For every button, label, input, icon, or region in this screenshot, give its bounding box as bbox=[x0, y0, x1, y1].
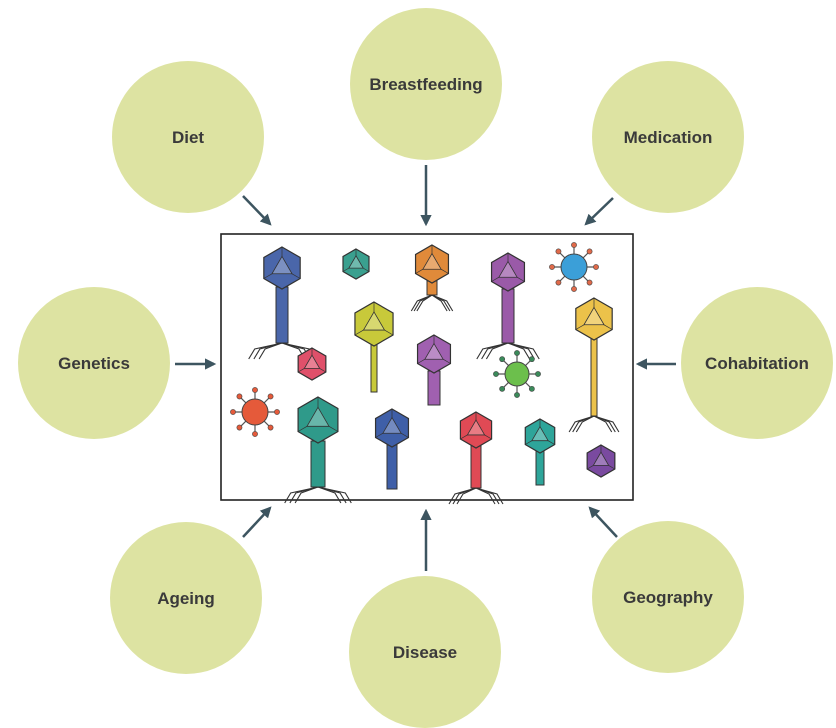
factor-breastfeeding: Breastfeeding bbox=[350, 8, 502, 160]
factor-cohabitation: Cohabitation bbox=[681, 287, 833, 439]
teal-capsid-icon bbox=[342, 248, 370, 280]
purple-phage-icon bbox=[416, 334, 452, 406]
factor-ageing-label: Ageing bbox=[157, 589, 215, 608]
factor-medication: Medication bbox=[592, 61, 744, 213]
arrow-medication bbox=[584, 197, 614, 226]
green-spiky-virus-icon bbox=[493, 350, 541, 398]
teal-phage-icon bbox=[524, 418, 556, 486]
red-spiky-virus-icon bbox=[230, 387, 280, 437]
red-capsid-icon bbox=[297, 347, 327, 381]
factor-geography: Geography bbox=[592, 521, 744, 673]
orange-phage-icon bbox=[410, 244, 454, 312]
factor-geography-label: Geography bbox=[623, 588, 713, 607]
yellow-tailed-phage-icon bbox=[354, 301, 394, 393]
teal-tailed-phage-icon bbox=[284, 396, 352, 504]
factor-disease: Disease bbox=[349, 576, 501, 728]
factor-medication-label: Medication bbox=[624, 128, 713, 147]
factor-disease-label: Disease bbox=[393, 643, 457, 662]
factor-breastfeeding-label: Breastfeeding bbox=[369, 75, 482, 94]
arrow-diet bbox=[242, 195, 272, 226]
arrow-geography bbox=[588, 506, 618, 538]
blue-hexagon-virus-icon bbox=[549, 242, 599, 292]
factor-cohabitation-label: Cohabitation bbox=[705, 354, 809, 373]
purple-tailed-phage-icon bbox=[476, 252, 540, 360]
factor-genetics-label: Genetics bbox=[58, 354, 130, 373]
purple-capsid-icon bbox=[586, 444, 616, 478]
yellow-long-tail-phage-icon bbox=[568, 297, 620, 433]
factor-ageing: Ageing bbox=[110, 522, 262, 674]
factor-diet-label: Diet bbox=[172, 128, 204, 147]
phage-community-icons bbox=[230, 242, 620, 505]
red-tailed-phage-icon bbox=[448, 411, 504, 505]
blue-phage-icon bbox=[374, 408, 410, 490]
factor-genetics: Genetics bbox=[18, 287, 170, 439]
arrow-ageing bbox=[242, 506, 272, 538]
factor-diet: Diet bbox=[112, 61, 264, 213]
